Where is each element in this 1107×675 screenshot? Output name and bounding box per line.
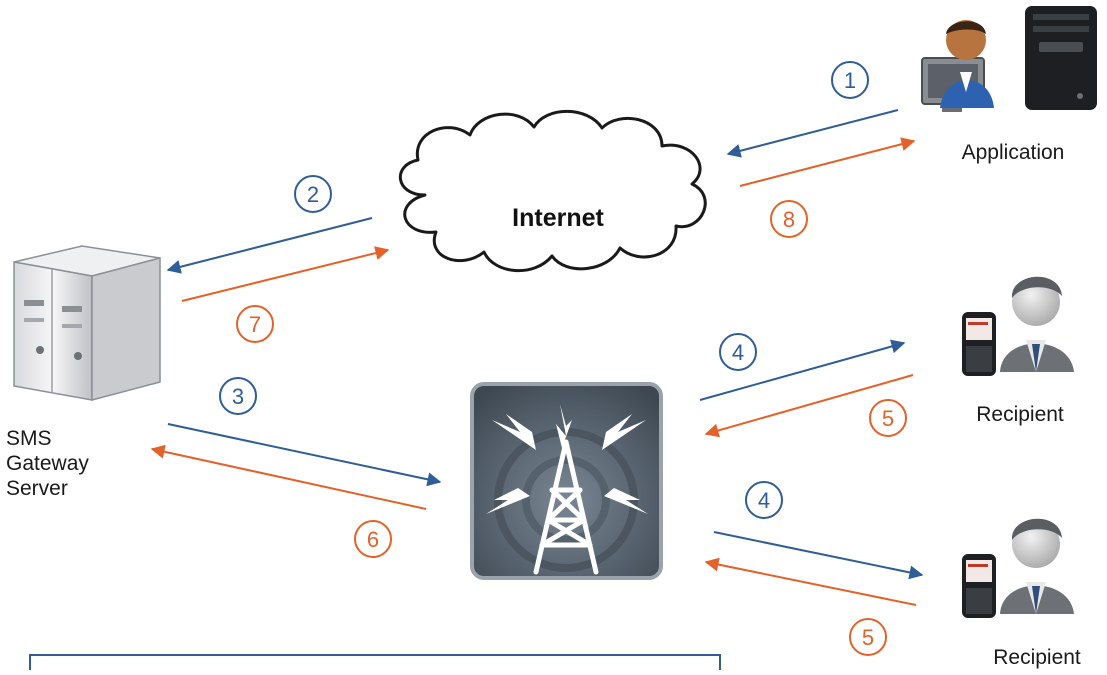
arrow-recipient-1-to-tower xyxy=(704,374,914,438)
step-markers: 1 2 3 4 4 5 5 6 7 8 xyxy=(219,61,907,656)
svg-text:5: 5 xyxy=(882,406,894,431)
internet-label: Internet xyxy=(512,204,604,232)
step-marker-8: 8 xyxy=(770,200,808,238)
svg-text:4: 4 xyxy=(732,340,744,365)
arrow-gateway-to-tower xyxy=(167,423,442,487)
svg-text:1: 1 xyxy=(844,68,856,93)
application-label: Application xyxy=(962,141,1065,164)
svg-text:7: 7 xyxy=(249,312,261,337)
svg-text:8: 8 xyxy=(783,207,795,232)
recipient-label-1: Recipient xyxy=(976,403,1064,426)
arrow-recipient-2-to-tower xyxy=(704,557,917,606)
svg-text:4: 4 xyxy=(758,488,770,513)
bottom-panel-edge xyxy=(29,654,721,670)
step-marker-5a: 5 xyxy=(869,399,907,437)
arrow-internet-to-gateway xyxy=(166,217,373,274)
step-marker-7: 7 xyxy=(236,305,274,343)
arrows xyxy=(150,109,924,606)
arrow-gateway-to-internet xyxy=(181,246,390,302)
step-marker-1: 1 xyxy=(831,61,869,99)
arrow-tower-to-recipient-2 xyxy=(713,531,924,580)
svg-text:3: 3 xyxy=(232,384,244,409)
arrow-app-to-internet xyxy=(726,109,899,158)
internet-cloud: Internet xyxy=(399,109,707,272)
svg-text:5: 5 xyxy=(862,625,874,650)
application-icon xyxy=(921,6,1097,112)
cell-tower-icon xyxy=(470,382,663,580)
gateway-label-line3: Server xyxy=(6,477,68,500)
gateway-label-line1: SMS xyxy=(6,427,52,450)
arrow-tower-to-recipient-1 xyxy=(699,339,906,401)
recipient-icon xyxy=(962,518,1074,618)
recipient-label-2: Recipient xyxy=(993,646,1081,669)
step-marker-5b: 5 xyxy=(849,618,887,656)
recipient-icon xyxy=(962,276,1074,376)
server-icon xyxy=(13,245,161,401)
gateway-label-line2: Gateway xyxy=(6,452,89,475)
step-marker-2: 2 xyxy=(294,175,332,213)
step-marker-4a: 4 xyxy=(719,333,757,371)
step-marker-6: 6 xyxy=(354,520,392,558)
svg-text:6: 6 xyxy=(367,527,379,552)
arrow-internet-to-app xyxy=(739,137,916,187)
svg-text:2: 2 xyxy=(307,182,319,207)
step-marker-3: 3 xyxy=(219,377,257,415)
step-marker-4b: 4 xyxy=(745,481,783,519)
arrow-tower-to-gateway xyxy=(150,444,427,510)
